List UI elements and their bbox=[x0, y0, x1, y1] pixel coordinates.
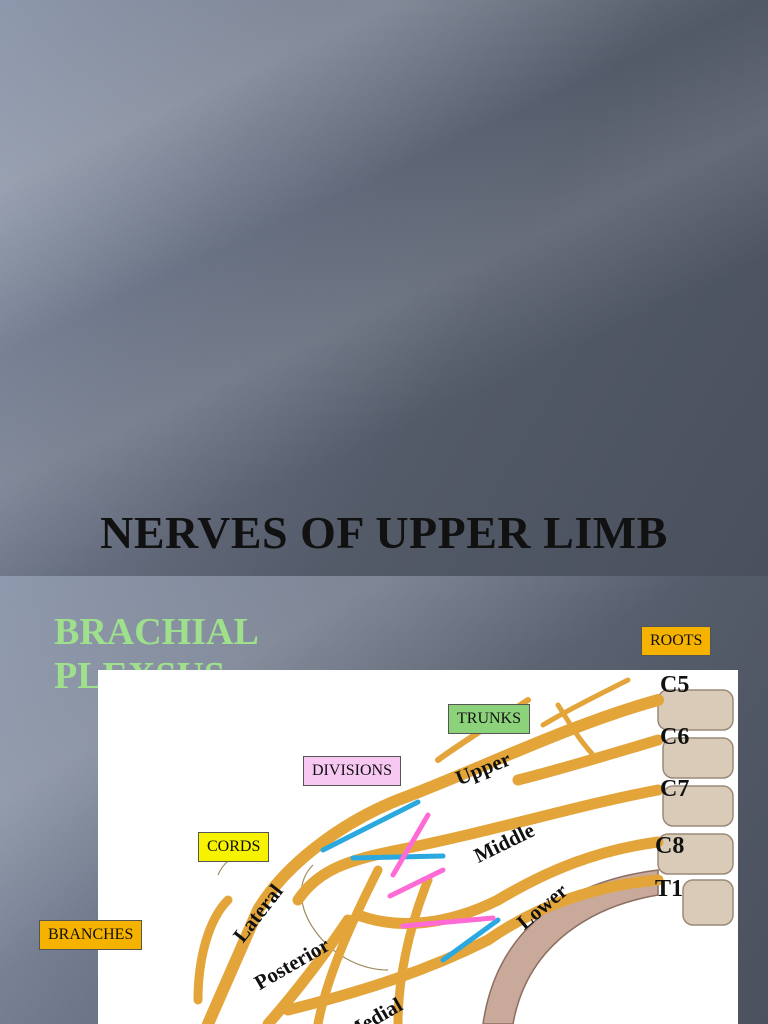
root-c8: C8 bbox=[655, 833, 685, 859]
vertebrae bbox=[657, 689, 734, 926]
roots-tag: ROOTS bbox=[641, 626, 712, 656]
heading-line-1: BRACHIAL bbox=[54, 611, 259, 653]
root-c5: C5 bbox=[660, 672, 690, 698]
brachial-plexus-slide: BRACHIAL PLEXSUS bbox=[0, 576, 768, 1024]
nerves bbox=[193, 677, 664, 1024]
root-c6: C6 bbox=[660, 724, 690, 750]
trunks-tag: TRUNKS bbox=[448, 704, 531, 734]
slide-title: NERVES OF UPPER LIMB bbox=[100, 507, 668, 558]
root-c7: C7 bbox=[660, 776, 690, 802]
branches-tag: BRANCHES bbox=[39, 920, 143, 950]
brachial-plexus-illustration bbox=[98, 670, 738, 1024]
cords-tag: CORDS bbox=[198, 832, 270, 862]
division-marks bbox=[320, 799, 501, 963]
plexus-drawing bbox=[193, 677, 734, 1024]
divisions-tag: DIVISIONS bbox=[303, 756, 401, 786]
root-t1: T1 bbox=[655, 876, 684, 902]
title-slide: NERVES OF UPPER LIMB bbox=[0, 0, 768, 576]
